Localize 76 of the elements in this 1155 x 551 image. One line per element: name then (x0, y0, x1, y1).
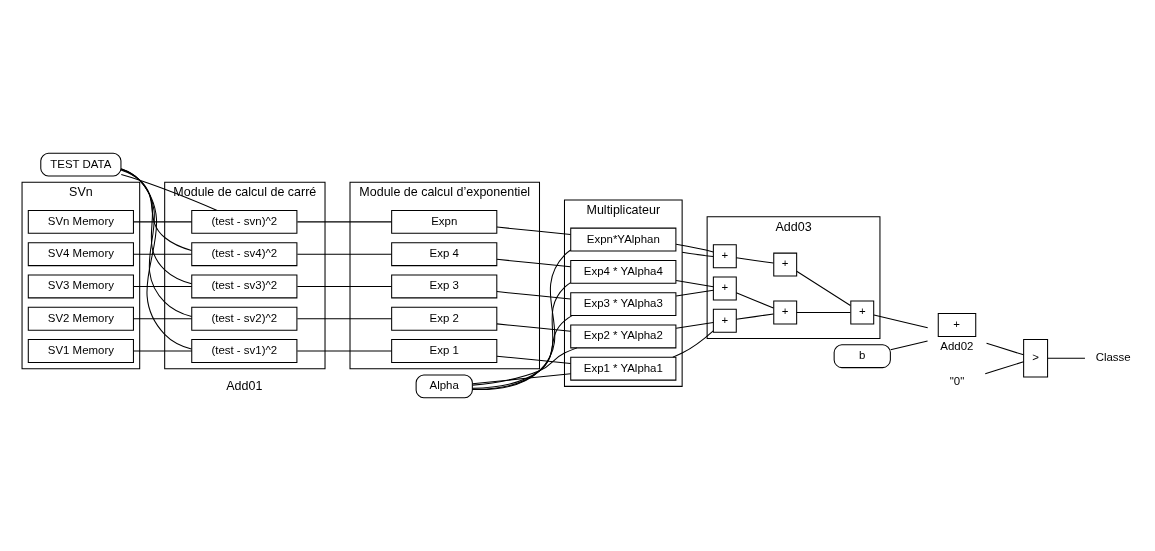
connector (120, 174, 218, 211)
node-box: SV1 Memory (27, 339, 134, 363)
node-box: + (850, 300, 875, 325)
connector (496, 258, 572, 268)
node-box: Exp 4 (391, 242, 498, 267)
connector (735, 313, 774, 320)
connector (133, 285, 193, 287)
node-box: SV2 Memory (27, 306, 134, 331)
node-box: + (712, 276, 737, 301)
connector (890, 340, 929, 351)
connector (296, 253, 393, 255)
connector (120, 169, 192, 251)
connector (471, 249, 572, 391)
node-box: (test - sv3)^2 (191, 274, 298, 299)
node-box: + (773, 252, 798, 277)
node-box: + (712, 244, 737, 269)
connector (675, 280, 714, 288)
connector (120, 168, 192, 350)
connector (133, 350, 193, 352)
node-box: (test - sv1)^2 (191, 339, 298, 363)
connector (296, 285, 393, 287)
node-box: (test - sv4)^2 (191, 242, 298, 267)
node-box: Exp4 * YAlpha4 (570, 259, 677, 284)
connector (471, 282, 572, 390)
connector (873, 314, 929, 329)
connector (796, 311, 851, 313)
node-box: Exp 3 (391, 274, 498, 299)
node-text: "0" (949, 375, 965, 388)
connector (296, 221, 393, 223)
connector (472, 315, 573, 389)
node-box: TEST DATA (40, 152, 122, 177)
connector (681, 251, 714, 257)
label: Add01 (226, 378, 263, 393)
node-box: Exp1 * YAlpha1 (570, 356, 677, 381)
node-box: b (833, 344, 891, 369)
connector (496, 226, 572, 235)
connector (133, 253, 193, 255)
connector (1047, 357, 1086, 359)
node-box: Expn (391, 209, 498, 234)
connector (496, 323, 572, 332)
node-box: SV3 Memory (27, 274, 134, 299)
connector (675, 321, 714, 329)
connector (796, 270, 851, 307)
connector (296, 318, 393, 320)
connector (296, 350, 393, 352)
node-box: Exp2 * YAlpha2 (570, 324, 677, 349)
connector (735, 292, 774, 309)
connector (133, 318, 193, 320)
connector (675, 243, 714, 253)
node-box: Expn*YAlphan (570, 227, 677, 252)
connector (120, 168, 193, 318)
connector (986, 342, 1025, 356)
node-label: Add02 (940, 339, 974, 352)
node-box: > (1023, 339, 1049, 378)
node-box: + (773, 300, 798, 325)
node-box: Exp3 * YAlpha3 (570, 292, 677, 317)
node-box: Exp 1 (391, 339, 498, 363)
node-box: + (937, 313, 977, 337)
node-box: Alpha (415, 374, 473, 399)
connector (472, 347, 578, 386)
connector (672, 330, 714, 358)
node-box: + (712, 308, 737, 333)
node-box: Exp 2 (391, 306, 498, 331)
node-box: (test - svn)^2 (191, 209, 298, 234)
connector (984, 361, 1025, 375)
node-box: (test - sv2)^2 (191, 306, 298, 331)
connector (496, 291, 572, 300)
connector (472, 373, 572, 385)
connector (120, 168, 193, 285)
connector (735, 257, 774, 264)
connector (496, 355, 572, 365)
connector (133, 221, 193, 223)
node-box: SV4 Memory (27, 242, 134, 267)
node-text: Classe (1095, 351, 1131, 364)
node-box: SVn Memory (27, 209, 134, 234)
connector (675, 289, 714, 297)
